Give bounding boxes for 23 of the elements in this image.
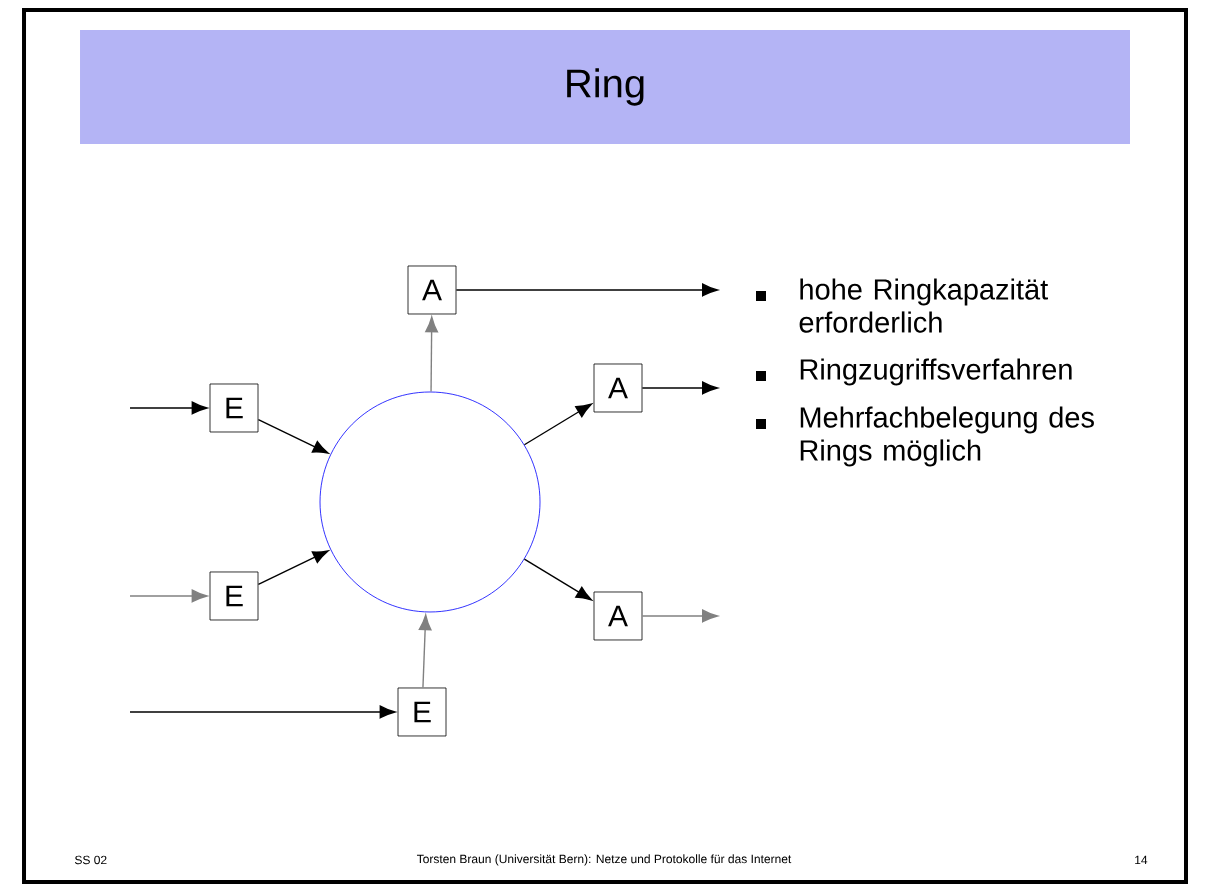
arrow [455,283,718,297]
arrow [129,589,208,603]
arrow [425,316,439,393]
arrow [523,558,592,601]
arrow [257,550,329,585]
letter-box: E [209,571,259,621]
letter-box: E [209,383,259,433]
arrow [257,419,329,454]
letter-box: E [397,687,447,737]
title-band: Ring [80,30,1130,144]
bullet-text: Ringzugriffsverfahren [800,358,1072,386]
letter-box: A [407,265,457,315]
bullet-text: hohe Ringkapazität erforderlich [799,278,1048,333]
arrow [641,609,718,623]
letter-box: A [593,591,643,641]
arrow [129,705,396,719]
arrow [418,614,432,689]
bullet-text: Mehrfachbelegung des Rings möglich [800,406,1094,467]
letter-box: A [593,363,643,413]
arrow [641,381,718,395]
ring-circle [319,391,541,613]
arrow [129,401,208,415]
arrow [523,403,592,446]
